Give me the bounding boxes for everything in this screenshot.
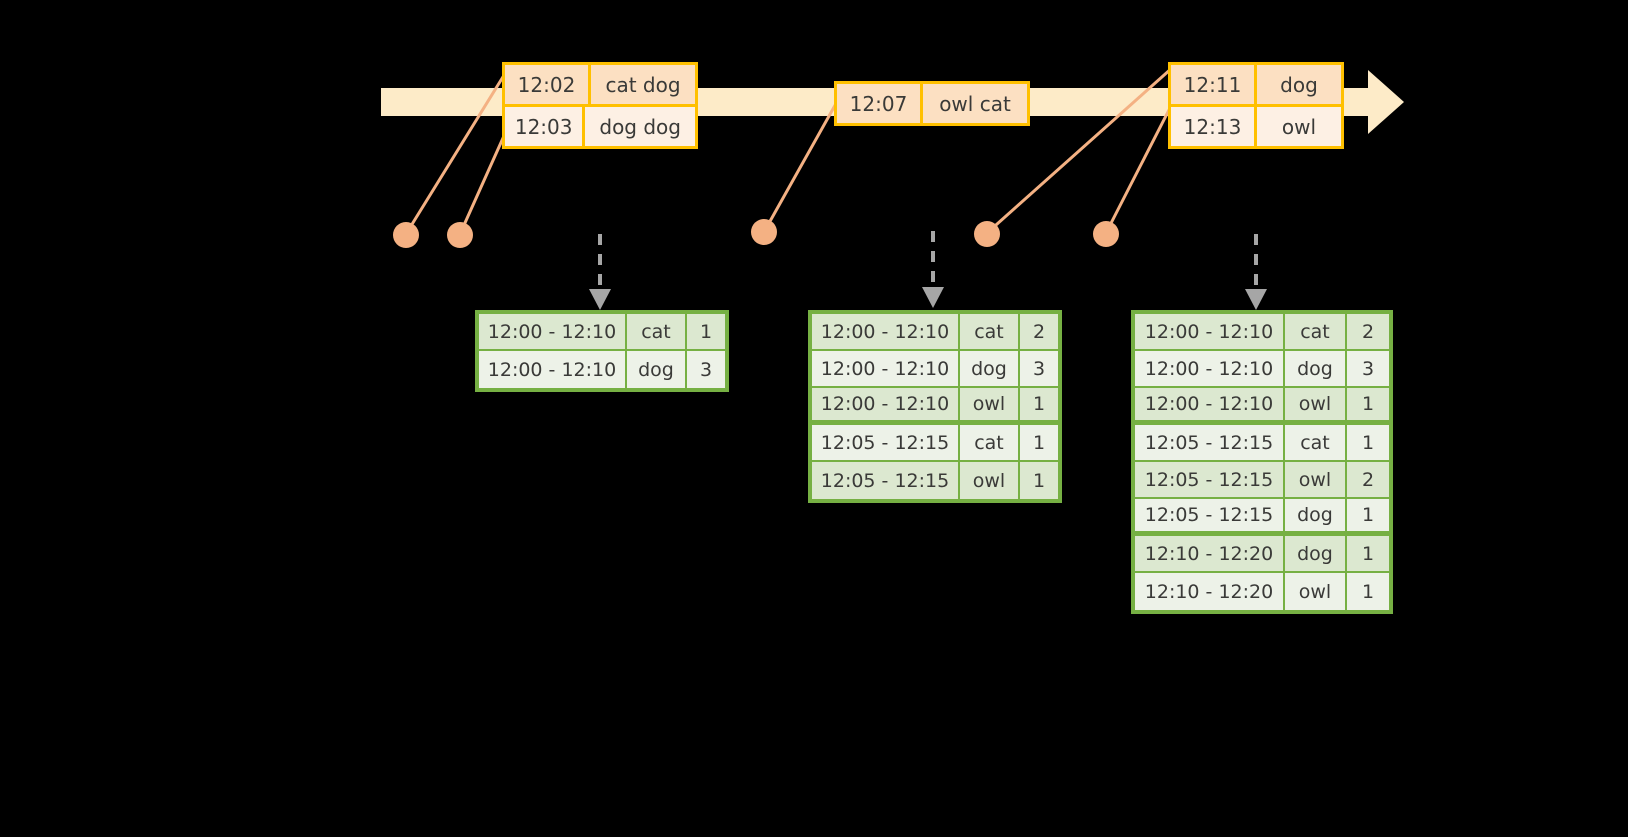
cell-count: 3: [687, 351, 725, 388]
cell-window: 12:00 - 12:10: [812, 351, 960, 386]
emit-arrow-1: [589, 234, 611, 310]
event-words: dog: [1280, 72, 1318, 97]
cell-window: 12:00 - 12:10: [1135, 314, 1285, 349]
cell-count: 1: [1347, 499, 1389, 531]
event-dot-3: [751, 219, 777, 245]
cell-window: 12:05 - 12:15: [812, 425, 960, 460]
cell-word: owl: [1285, 462, 1347, 497]
cell-word: cat: [627, 314, 687, 349]
cell-count: 1: [1020, 425, 1058, 460]
event-time: 12:11: [1171, 65, 1257, 104]
cell-word: owl: [1285, 388, 1347, 420]
cell-window: 12:10 - 12:20: [1135, 573, 1285, 610]
cell-window: 12:10 - 12:20: [1135, 536, 1285, 571]
cell-window: 12:00 - 12:10: [812, 388, 960, 420]
event-dot-5: [1093, 221, 1119, 247]
event-time: 12:07: [837, 84, 923, 123]
cell-count: 1: [687, 314, 725, 349]
cell-word: dog: [1285, 536, 1347, 571]
cell-count: 1: [1347, 388, 1389, 420]
cell-count: 1: [1347, 573, 1389, 610]
cell-window: 12:00 - 12:10: [812, 314, 960, 349]
event-row[interactable]: 12:07 owl cat: [837, 84, 1027, 123]
emit-arrow-3: [1245, 234, 1267, 310]
event-group-3[interactable]: 12:11 dog 12:13 owl: [1168, 62, 1344, 149]
event-dot-1: [393, 222, 419, 248]
cell-word: dog: [960, 351, 1020, 386]
event-row[interactable]: 12:02 cat dog: [505, 65, 695, 104]
cell-count: 3: [1020, 351, 1058, 386]
cell-word: cat: [1285, 314, 1347, 349]
cell-word: cat: [960, 425, 1020, 460]
event-time: 12:02: [505, 65, 591, 104]
event-time: 12:03: [505, 107, 586, 146]
event-row[interactable]: 12:13 owl: [1171, 104, 1341, 146]
cell-word: dog: [1285, 351, 1347, 386]
cell-count: 3: [1347, 351, 1389, 386]
cell-window: 12:05 - 12:15: [1135, 425, 1285, 460]
cell-window: 12:05 - 12:15: [1135, 499, 1285, 531]
cell-word: cat: [960, 314, 1020, 349]
cell-window: 12:05 - 12:15: [812, 462, 960, 499]
cell-word: dog: [627, 351, 687, 388]
event-row[interactable]: 12:03 dog dog: [505, 104, 695, 146]
event-group-2[interactable]: 12:07 owl cat: [834, 81, 1030, 126]
cell-count: 1: [1020, 388, 1058, 420]
cell-count: 1: [1347, 425, 1389, 460]
cell-count: 1: [1020, 462, 1058, 499]
cell-count: 2: [1020, 314, 1058, 349]
cell-window: 12:00 - 12:10: [1135, 351, 1285, 386]
event-dot-4: [974, 221, 1000, 247]
event-row[interactable]: 12:11 dog: [1171, 65, 1341, 104]
cell-window: 12:05 - 12:15: [1135, 462, 1285, 497]
cell-word: cat: [1285, 425, 1347, 460]
cell-word: owl: [960, 462, 1020, 499]
cell-window: 12:00 - 12:10: [479, 351, 627, 388]
cell-word: owl: [960, 388, 1020, 420]
emit-arrow-2: [922, 231, 944, 308]
event-dot-2: [447, 222, 473, 248]
event-words: owl cat: [939, 91, 1011, 116]
cell-word: owl: [1285, 573, 1347, 610]
event-words: owl: [1281, 114, 1317, 139]
event-time: 12:13: [1171, 107, 1257, 146]
event-words: cat dog: [605, 72, 681, 97]
cell-count: 2: [1347, 462, 1389, 497]
cell-count: 1: [1347, 536, 1389, 571]
cell-window: 12:00 - 12:10: [1135, 388, 1285, 420]
cell-window: 12:00 - 12:10: [479, 314, 627, 349]
emit-arrows: [589, 231, 1267, 310]
event-group-1[interactable]: 12:02 cat dog 12:03 dog dog: [502, 62, 698, 149]
connector-dots: [393, 219, 1119, 248]
cell-count: 2: [1347, 314, 1389, 349]
event-words: dog dog: [599, 114, 681, 139]
cell-word: dog: [1285, 499, 1347, 531]
